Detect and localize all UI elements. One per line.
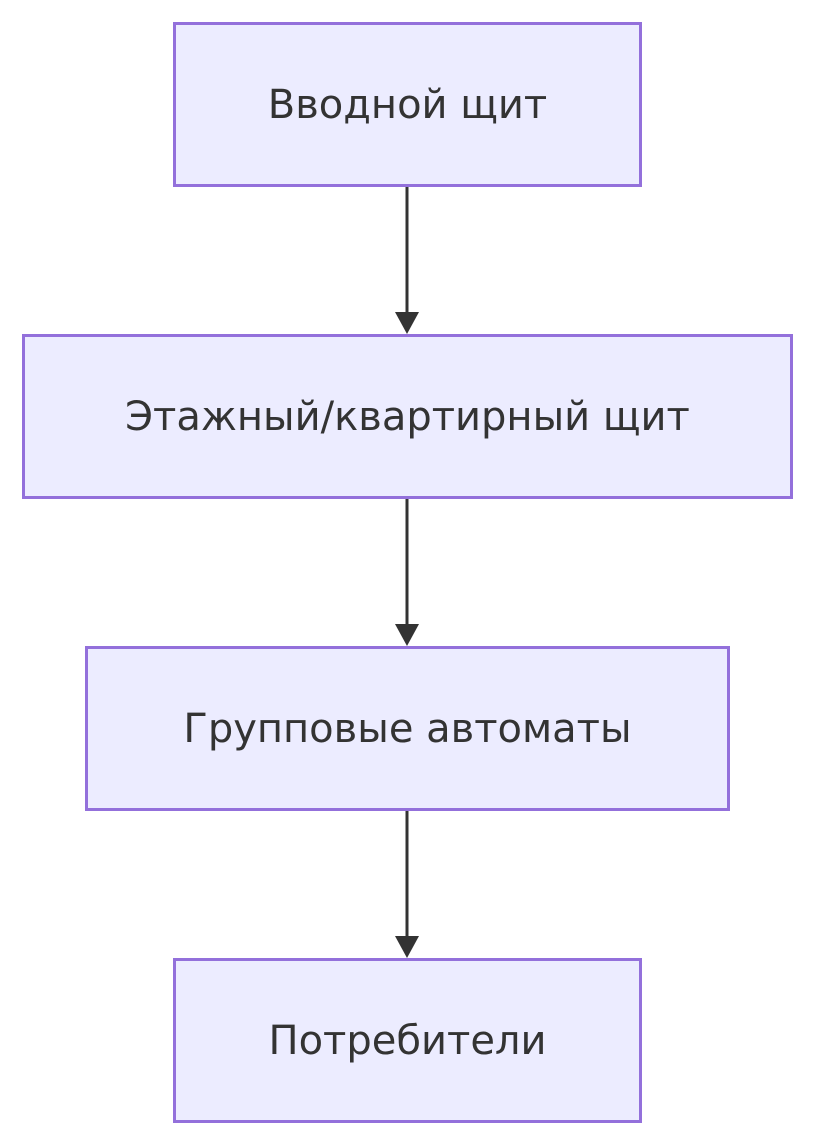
node-floor-apartment-panel: Этажный/квартирный щит (22, 334, 793, 499)
edge-n1-n2 (395, 187, 419, 334)
node-input-panel: Вводной щит (173, 22, 642, 187)
node-label: Этажный/квартирный щит (125, 393, 690, 440)
node-consumers: Потребители (173, 958, 642, 1123)
node-label: Потребители (268, 1017, 547, 1064)
edge-n3-n4 (395, 811, 419, 958)
arrowhead-icon (395, 936, 419, 958)
arrowhead-icon (395, 312, 419, 334)
node-label: Вводной щит (267, 81, 548, 128)
arrowhead-icon (395, 624, 419, 646)
edge-n2-n3 (395, 499, 419, 646)
node-group-breakers: Групповые автоматы (85, 646, 730, 811)
node-label: Групповые автоматы (183, 705, 632, 752)
